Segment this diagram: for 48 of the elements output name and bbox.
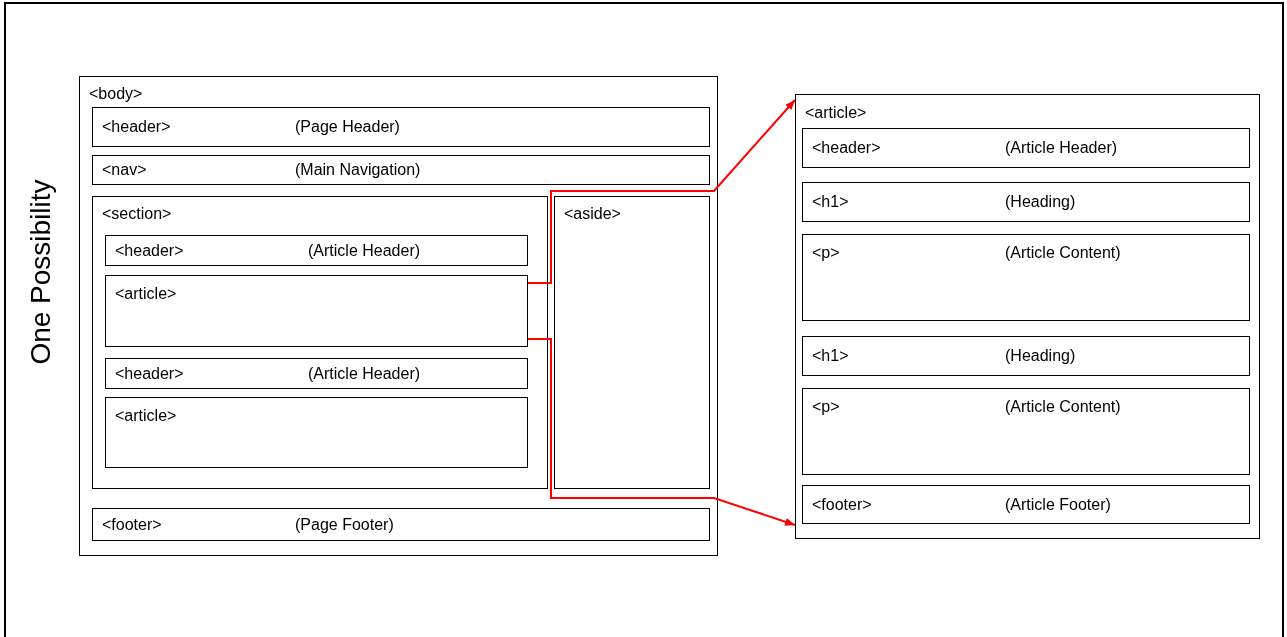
arrow xyxy=(527,99,796,284)
element-description: (Page Footer) xyxy=(295,516,394,534)
tag-label: <body> xyxy=(89,85,143,103)
layout-box xyxy=(105,397,528,468)
tag-label: <header> xyxy=(115,365,184,383)
layout-box xyxy=(802,128,1250,168)
element-description: (Article Content) xyxy=(1005,398,1121,416)
arrow xyxy=(527,338,796,526)
tag-label: <header> xyxy=(812,139,881,157)
layout-box xyxy=(92,107,710,147)
tag-label: <h1> xyxy=(812,193,849,211)
layout-box xyxy=(802,336,1250,376)
tag-label: <nav> xyxy=(102,161,147,179)
layout-box xyxy=(802,485,1250,524)
layout-box xyxy=(802,388,1250,475)
layout-box xyxy=(92,155,710,185)
element-description: (Article Header) xyxy=(308,365,421,383)
layout-box xyxy=(802,182,1250,222)
element-description: (Article Content) xyxy=(1005,244,1121,262)
element-description: (Heading) xyxy=(1005,347,1076,365)
layout-box xyxy=(105,235,528,266)
tag-label: <p> xyxy=(812,398,840,416)
layout-box xyxy=(554,196,710,489)
tag-label: <article> xyxy=(115,407,177,425)
layout-box xyxy=(105,275,528,347)
tag-label: <aside> xyxy=(564,205,621,223)
tag-label: <article> xyxy=(805,104,867,122)
tag-label: <footer> xyxy=(812,496,872,514)
container-box xyxy=(79,76,718,556)
layout-box xyxy=(802,234,1250,321)
element-description: (Article Header) xyxy=(1005,139,1118,157)
title: One Possibility xyxy=(24,179,57,365)
element-description: (Main Navigation) xyxy=(295,161,421,179)
element-description: (Heading) xyxy=(1005,193,1076,211)
container-box xyxy=(795,94,1260,539)
tag-label: <h1> xyxy=(812,347,849,365)
tag-label: <footer> xyxy=(102,516,162,534)
tag-label: <section> xyxy=(102,205,172,223)
element-description: (Article Header) xyxy=(308,242,421,260)
tag-label: <header> xyxy=(115,242,184,260)
element-description: (Article Footer) xyxy=(1005,496,1111,514)
layout-box xyxy=(105,358,528,389)
layout-box xyxy=(92,196,548,489)
tag-label: <article> xyxy=(115,285,177,303)
tag-label: <header> xyxy=(102,118,171,136)
layout-box xyxy=(92,508,710,541)
tag-label: <p> xyxy=(812,244,840,262)
element-description: (Page Header) xyxy=(295,118,400,136)
